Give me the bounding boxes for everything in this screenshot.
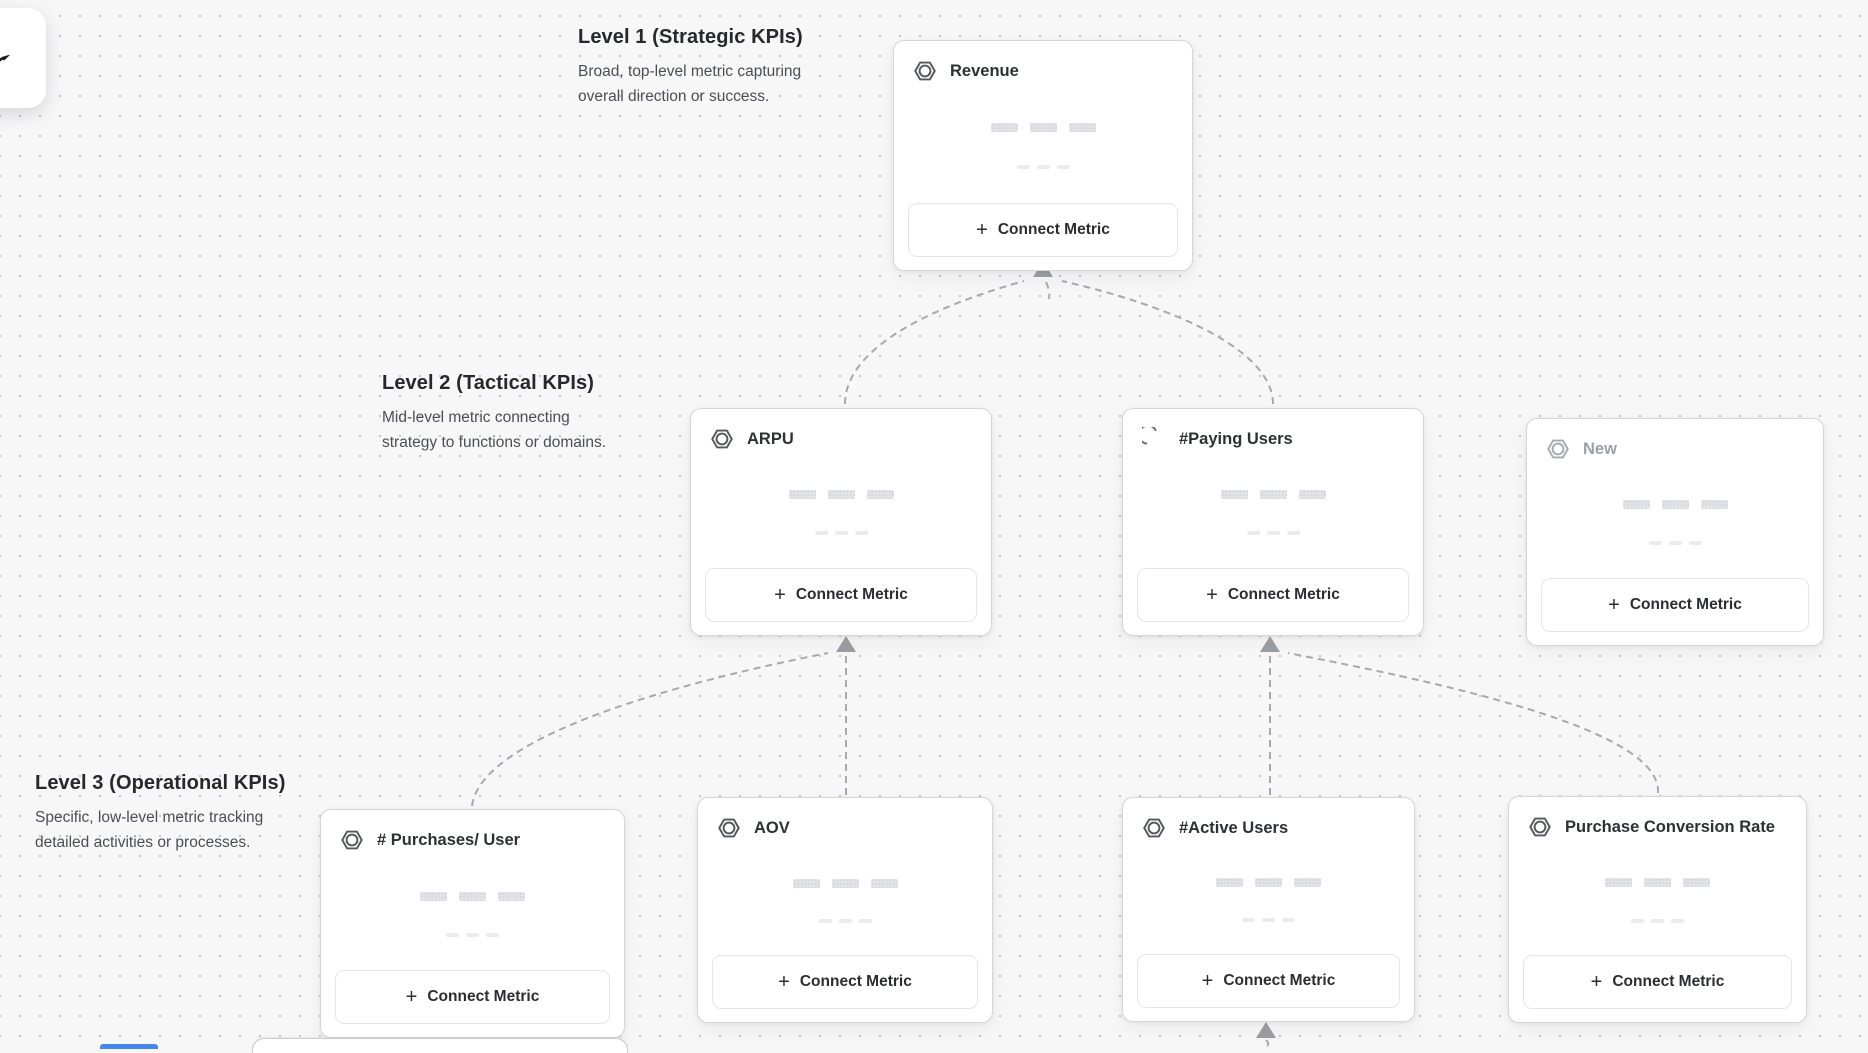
level-3-title: Level 3 (Operational KPIs) <box>35 772 286 794</box>
metric-hexagon-icon <box>716 815 742 841</box>
chart-skeleton <box>894 123 1192 133</box>
plus-icon: + <box>1608 594 1620 616</box>
connect-metric-label: Connect Metric <box>1612 973 1725 990</box>
metric-hexagon-icon <box>1141 815 1167 841</box>
plus-icon: + <box>976 219 988 241</box>
chart-skeleton-sub <box>1527 541 1823 546</box>
chart-skeleton-sub <box>691 531 991 536</box>
plus-icon: + <box>405 986 418 1008</box>
connect-metric-label: Connect Metric <box>799 973 912 990</box>
metric-hexagon-icon <box>1545 436 1571 462</box>
metric-card-title: Purchase Conversion Rate <box>1565 817 1775 836</box>
connect-metric-button[interactable]: + Connect Metric <box>908 203 1178 257</box>
metric-card-title: Revenue <box>950 61 1019 80</box>
chart-skeleton <box>1509 878 1806 887</box>
level-3-description-line-2: detailed activities or processes. <box>35 834 251 851</box>
level-1-label: Level 1 (Strategic KPIs) Broad, top-leve… <box>578 26 803 109</box>
connect-metric-button[interactable]: + Connect Metric <box>1137 954 1400 1008</box>
metric-card-paying-users[interactable]: #Paying Users + Connect Metric <box>1122 408 1424 636</box>
metric-card-title: #Active Users <box>1179 818 1289 837</box>
level-3-description-line-1: Specific, low-level metric tracking <box>35 809 264 826</box>
connect-metric-label: Connect Metric <box>1227 586 1340 603</box>
connect-metric-button[interactable]: + Connect Metric <box>1137 568 1409 622</box>
chart-skeleton <box>1123 490 1423 500</box>
metric-card-title: ARPU <box>747 429 794 448</box>
level-2-label: Level 2 (Tactical KPIs) Mid-level metric… <box>382 372 606 455</box>
spinner-icon <box>1141 426 1167 452</box>
metric-card-revenue[interactable]: Revenue + Connect Metric <box>893 40 1193 271</box>
plus-icon: + <box>774 584 786 606</box>
level-2-description-line-2: strategy to functions or domains. <box>382 434 607 451</box>
level-1-title: Level 1 (Strategic KPIs) <box>578 26 803 48</box>
chart-skeleton-sub <box>894 164 1192 169</box>
plus-icon: + <box>1201 970 1214 992</box>
chart-skeleton-sub <box>1123 531 1423 536</box>
cursor-icon <box>0 54 11 62</box>
connect-metric-button[interactable]: + Connect Metric <box>1541 578 1809 632</box>
connect-metric-label: Connect Metric <box>997 221 1110 238</box>
metric-card-aov[interactable]: AOV + Connect Metric <box>697 797 993 1023</box>
metric-hexagon-icon <box>1527 814 1553 840</box>
connect-metric-button[interactable]: + Connect Metric <box>712 955 978 1009</box>
metric-card-arpu[interactable]: ARPU + Connect Metric <box>690 408 992 636</box>
offscreen-selection-edge <box>100 1044 158 1049</box>
metric-card-title: # Purchases/ User <box>377 830 521 849</box>
metric-hexagon-icon <box>912 58 938 84</box>
metric-hexagon-icon <box>339 827 365 853</box>
metric-card-purchase-conversion-rate[interactable]: Purchase Conversion Rate + Connect Metri… <box>1508 796 1807 1023</box>
plus-icon: + <box>778 971 790 993</box>
chart-skeleton <box>691 490 991 500</box>
metric-card-partial-offscreen[interactable] <box>252 1038 628 1053</box>
connect-metric-button[interactable]: + Connect Metric <box>335 970 610 1024</box>
chart-skeleton <box>1123 878 1414 888</box>
level-3-label: Level 3 (Operational KPIs) Specific, low… <box>35 772 285 855</box>
chart-skeleton-sub <box>698 918 992 923</box>
chart-skeleton <box>698 878 992 888</box>
level-2-title: Level 2 (Tactical KPIs) <box>382 372 595 394</box>
chart-skeleton-sub <box>1509 918 1806 923</box>
metric-card-purchases-per-user[interactable]: # Purchases/ User + Connect Metric <box>320 809 625 1038</box>
level-1-description-line-1: Broad, top-level metric capturing <box>578 63 802 80</box>
metric-hexagon-icon <box>709 426 735 452</box>
plus-icon: + <box>1206 584 1218 606</box>
connect-metric-button[interactable]: + Connect Metric <box>705 568 977 622</box>
level-2-description-line-1: Mid-level metric connecting <box>382 409 570 426</box>
connect-metric-label: Connect Metric <box>1223 972 1336 989</box>
metric-card-title: AOV <box>754 818 790 837</box>
level-1-description-line-2: overall direction or success. <box>578 88 770 105</box>
plus-icon: + <box>1590 971 1603 993</box>
chart-skeleton <box>1527 500 1823 510</box>
chart-skeleton <box>321 891 624 901</box>
chart-skeleton-sub <box>321 932 624 937</box>
connect-metric-label: Connect Metric <box>427 988 540 1005</box>
connect-metric-label: Connect Metric <box>795 586 908 603</box>
connect-metric-label: Connect Metric <box>1629 596 1742 613</box>
toolbar-fragment[interactable] <box>0 8 46 108</box>
metric-card-new[interactable]: New + Connect Metric <box>1526 418 1824 646</box>
metric-card-title: New <box>1583 439 1617 458</box>
chart-skeleton-sub <box>1123 918 1414 923</box>
connect-metric-button[interactable]: + Connect Metric <box>1523 955 1792 1009</box>
metric-card-title: #Paying Users <box>1179 429 1293 448</box>
metric-card-active-users[interactable]: #Active Users + Connect Metric <box>1122 797 1415 1022</box>
